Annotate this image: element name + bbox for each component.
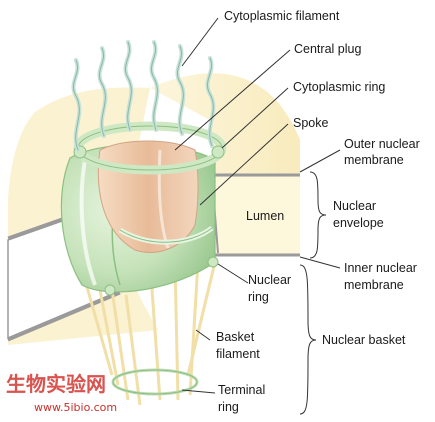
terminal-ring xyxy=(111,368,199,396)
label-terminal-ring-2: ring xyxy=(218,400,239,414)
label-cytoplasmic-ring: Cytoplasmic ring xyxy=(293,80,385,94)
label-nuclear-ring: Nuclear xyxy=(248,273,291,287)
leader-lines xyxy=(174,17,341,394)
label-cytoplasmic-filament: Cytoplasmic filament xyxy=(224,9,340,23)
nuclear-basket-brace xyxy=(299,264,317,415)
spoke xyxy=(118,225,214,245)
nuclear-ring xyxy=(104,256,219,296)
watermark-chinese: 生物实验网 xyxy=(6,372,106,396)
label-nuclear-basket: Nuclear basket xyxy=(322,333,406,347)
label-nuclear-ring-2: ring xyxy=(248,290,269,304)
label-nuclear-envelope-2: envelope xyxy=(333,216,384,230)
label-outer-nuclear-membrane-2: membrane xyxy=(344,153,404,167)
label-terminal-ring: Terminal xyxy=(218,383,265,397)
nuclear-envelope-brace xyxy=(309,171,327,259)
label-central-plug: Central plug xyxy=(294,42,361,56)
label-nuclear-envelope: Nuclear xyxy=(333,199,376,213)
watermark-url: www.5ibio.com xyxy=(34,401,117,414)
basket-filaments xyxy=(83,261,217,406)
label-basket-filament: Basket xyxy=(216,330,255,344)
label-basket-filament-2: filament xyxy=(216,347,260,361)
label-inner-nuclear-membrane-2: membrane xyxy=(344,278,404,292)
label-inner-nuclear-membrane: Inner nuclear xyxy=(344,261,417,275)
cytoplasmic-filaments-outline xyxy=(72,41,214,151)
label-spoke: Spoke xyxy=(293,116,328,130)
label-lumen: Lumen xyxy=(246,209,284,223)
label-outer-nuclear-membrane: Outer nuclear xyxy=(344,137,420,151)
